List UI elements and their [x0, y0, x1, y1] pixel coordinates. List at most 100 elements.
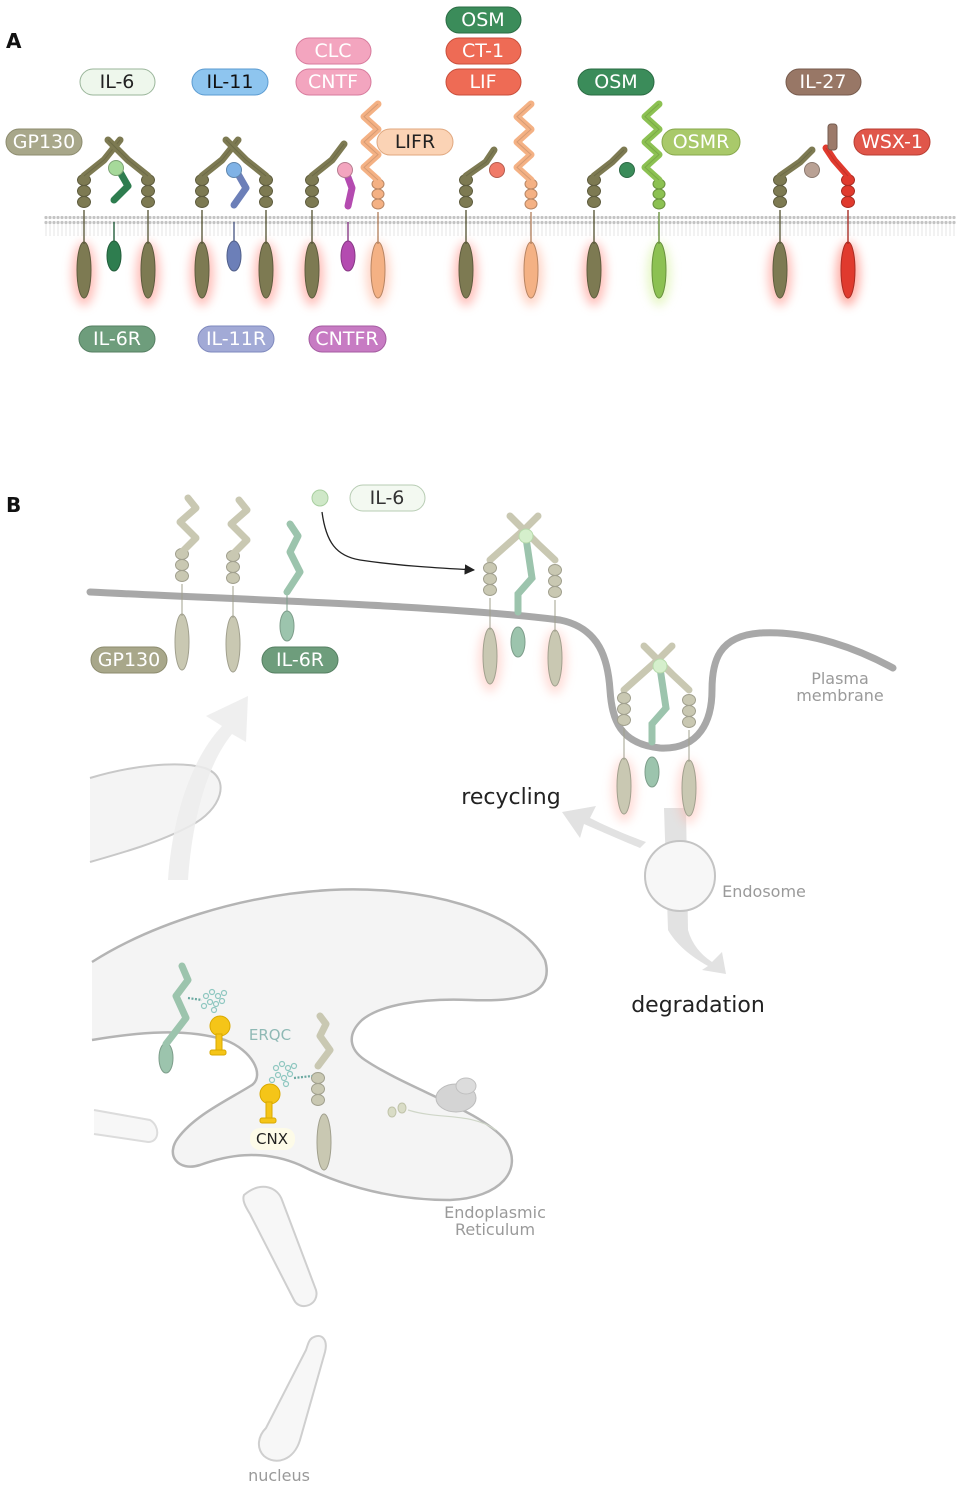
ribosome	[387, 1077, 497, 1131]
ligand-il6-label: IL-6	[100, 71, 135, 93]
il6r-chain	[106, 168, 132, 272]
endosome	[644, 840, 716, 912]
receptor-wsx1-label: WSX-1	[861, 131, 923, 153]
recycling-label: recycling	[461, 785, 560, 810]
bound-complex-membrane-il6-ball	[518, 528, 534, 544]
ligand-il11-pill: IL-11	[191, 68, 269, 96]
ligand-il11-label: IL-11	[207, 71, 254, 93]
ligand-il27-pill: IL-27	[785, 68, 862, 96]
bound-complex-internalized-gp130-left	[612, 692, 636, 822]
nuclear-envelope-fragment-3	[258, 1334, 327, 1462]
il11-ball	[226, 162, 242, 178]
ligand-osm-top-label: OSM	[461, 9, 504, 31]
ligand-cntf-pill: CNTF	[295, 68, 372, 96]
cnx-chaperone	[259, 1083, 281, 1124]
il11r-chain	[226, 170, 250, 272]
ligand-il6-pill: IL-6	[79, 68, 156, 96]
receptor-cntfr-label: CNTFR	[315, 328, 378, 350]
ligand-il27-label: IL-27	[800, 71, 847, 93]
ligand-lif-pill: LIF	[445, 68, 522, 96]
il6-pill: IL-6	[349, 484, 426, 512]
er-gp130-nascent	[311, 1012, 334, 1171]
cnx-label-box: CNX	[250, 1128, 295, 1150]
il6-ball	[108, 160, 124, 176]
receptor-osmr-pill: OSMR	[661, 128, 741, 156]
receptor-wsx1-pill: WSX-1	[853, 128, 931, 156]
endosome-label: Endosome	[722, 882, 806, 901]
ligand-ct1-pill: CT-1	[445, 37, 522, 65]
plasma-membrane-label-line2: membrane	[796, 686, 884, 705]
osm-ball	[619, 162, 635, 178]
il27-ebi3-subunit	[827, 123, 838, 151]
ligand-ct1-label: CT-1	[462, 40, 504, 62]
receptor-gp130-pill: GP130	[5, 128, 83, 156]
nuclear-envelope-fragment-1	[93, 1109, 159, 1144]
receptor-il6r-pill: IL-6R	[78, 325, 156, 353]
wsx1-chain	[822, 144, 860, 306]
panel-b-letter: B	[6, 493, 21, 517]
gp130-pill: GP130	[90, 646, 168, 674]
upward-transport-arrow	[168, 696, 248, 880]
gp130-chain-il6-right	[104, 136, 160, 306]
gp130-pill-label: GP130	[98, 649, 160, 671]
osmr-chain	[641, 100, 671, 306]
plasma-membrane	[86, 588, 897, 752]
nucleus-label: nucleus	[248, 1466, 310, 1485]
receptor-cntfr-pill: CNTFR	[308, 325, 387, 353]
gp130-chain-cntf	[300, 140, 348, 306]
ligand-cntf-label: CNTF	[308, 71, 358, 93]
receptor-lifr-pill: LIFR	[376, 128, 454, 156]
nuclear-envelope-fragment-2	[242, 1185, 318, 1308]
er-il6r-nascent	[158, 962, 192, 1074]
il6-binding-arrow	[321, 511, 476, 575]
gp130-chain-lif	[454, 146, 498, 306]
ligand-osm-top-pill: OSM	[445, 6, 522, 34]
bound-complex-internalized	[620, 642, 693, 788]
receptor-osmr-label: OSMR	[673, 131, 730, 153]
panel-b-receptors	[158, 494, 701, 1171]
plasma-membrane-label-line1: Plasma	[811, 669, 869, 688]
bound-complex-membrane	[486, 512, 559, 658]
ligand-clc-label: CLC	[314, 40, 351, 62]
receptor-il6r-label: IL-6R	[93, 328, 141, 350]
il6r-pill: IL-6R	[261, 646, 339, 674]
cnx-label: CNX	[256, 1130, 288, 1148]
er-label-line1: Endoplasmic	[444, 1203, 546, 1222]
er-label-line2: Reticulum	[455, 1220, 535, 1239]
ligand-clc-pill: CLC	[295, 37, 372, 65]
panel-a-receptors	[72, 100, 860, 306]
il6-ligand	[311, 489, 329, 507]
gp130-chain-osm	[582, 146, 628, 306]
ligand-osm-pill: OSM	[577, 68, 655, 96]
unbound-il6r	[279, 520, 304, 642]
ligand-lif-label: LIF	[469, 71, 496, 93]
panel-a-membrane	[44, 216, 956, 236]
bound-complex-internalized-il6-ball	[652, 658, 668, 674]
bound-complex-membrane-gp130-left	[478, 562, 502, 692]
gp130-chain-il11-right	[222, 136, 278, 306]
lifr-chain-lif	[513, 100, 543, 306]
unbound-gp130-2	[225, 496, 251, 673]
glycans-erqc	[187, 988, 228, 1014]
recycling-arrow	[562, 806, 646, 848]
lif-ball	[489, 162, 505, 178]
gp130-chain-il27	[768, 146, 816, 306]
lifr-chain-cntf	[360, 100, 390, 306]
il6r-pill-label: IL-6R	[276, 649, 324, 671]
bound-complex-internalized-gp130-right	[677, 694, 701, 824]
bound-complex-membrane-gp130-right	[543, 564, 567, 694]
ligand-osm-label: OSM	[594, 71, 637, 93]
il27-ball	[804, 162, 820, 178]
gp130-chain-il6-left	[72, 136, 124, 306]
endoplasmic-reticulum	[91, 888, 548, 1202]
cntf-ball	[337, 162, 353, 178]
degradation-label: degradation	[631, 993, 765, 1018]
panel-a-letter: A	[6, 29, 22, 53]
receptor-lifr-label: LIFR	[395, 131, 435, 153]
erqc-label: ERQC	[249, 1026, 291, 1044]
receptor-il11r-label: IL-11R	[206, 328, 266, 350]
erqc-chaperone	[209, 1015, 231, 1056]
il6-pill-label: IL-6	[370, 487, 405, 509]
receptor-il11r-pill: IL-11R	[197, 325, 275, 353]
